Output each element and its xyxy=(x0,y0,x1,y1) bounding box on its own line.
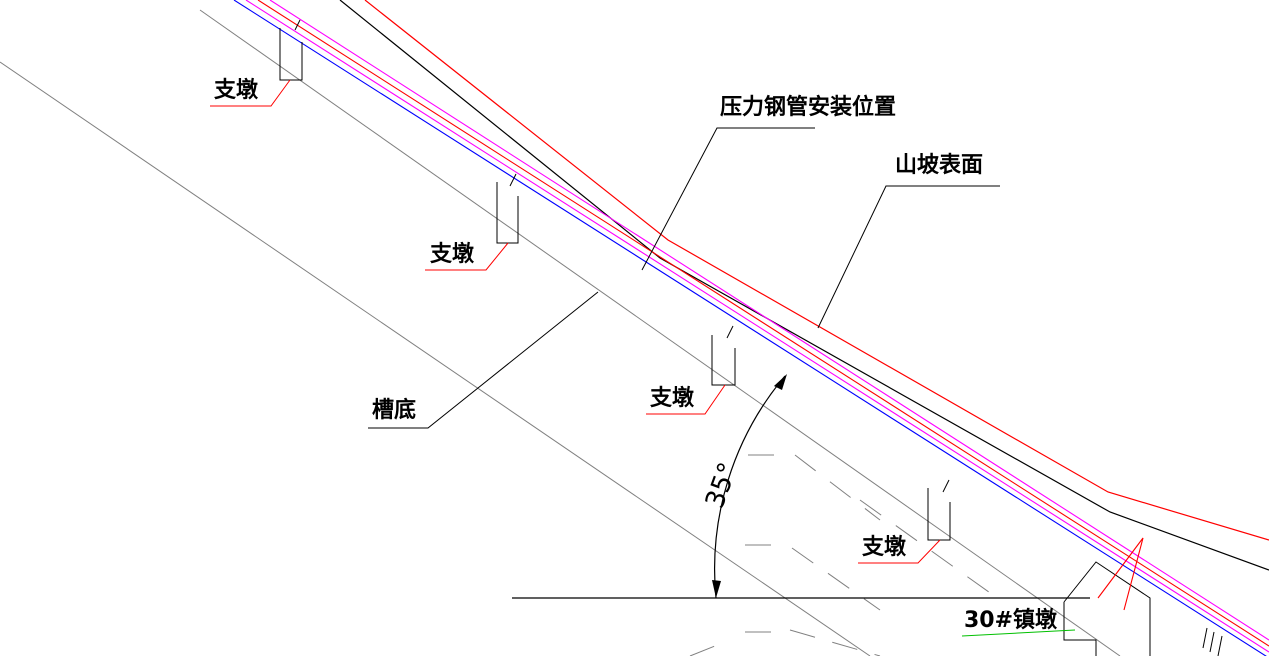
support-pier-1 xyxy=(279,19,303,81)
label-support-pier-3: 支墩 xyxy=(650,386,695,411)
leader-support-pier-3 xyxy=(646,384,726,415)
support-pier-3 xyxy=(711,325,736,386)
label-support-pier-2: 支墩 xyxy=(430,242,475,267)
leader-trench-bottom xyxy=(368,291,599,429)
excavation-bottom-line xyxy=(0,61,871,656)
label-trench-bottom: 槽底 xyxy=(372,398,417,423)
leader-support-pier-4 xyxy=(858,539,941,564)
pipe-line-magenta-bottom xyxy=(245,0,1269,653)
excavation-top-line xyxy=(339,0,1269,571)
pipe-section-marks xyxy=(1202,627,1223,656)
label-anchor-block: 30#镇墩 xyxy=(964,608,1058,633)
anchor-block xyxy=(1063,561,1151,656)
anchor-block-marker xyxy=(1097,537,1144,611)
support-pier-4 xyxy=(927,479,951,541)
label-slope-surface: 山坡表面 xyxy=(895,153,984,178)
label-pipe-position: 压力钢管安装位置 xyxy=(720,95,897,120)
pipe-line-blue xyxy=(233,0,1267,656)
leader-support-pier-1 xyxy=(210,79,291,107)
angle-arrow-top xyxy=(774,374,787,390)
pipe-line-red xyxy=(257,0,1269,647)
angle-arrow-bottom xyxy=(712,580,721,598)
leader-slope-surface xyxy=(817,185,1000,329)
angle-arc xyxy=(714,375,786,599)
label-support-pier-1: 支墩 xyxy=(214,78,259,103)
pipe-line-magenta-top xyxy=(269,0,1269,641)
leader-support-pier-2 xyxy=(425,242,509,271)
leader-anchor-block xyxy=(961,629,1076,637)
support-pier-2 xyxy=(496,173,519,244)
label-support-pier-4: 支墩 xyxy=(862,535,907,560)
leader-pipe-position xyxy=(641,127,815,271)
trench-bottom-line xyxy=(199,9,1121,656)
slope-surface-line xyxy=(364,0,1269,541)
rock-hatch xyxy=(689,454,1001,656)
